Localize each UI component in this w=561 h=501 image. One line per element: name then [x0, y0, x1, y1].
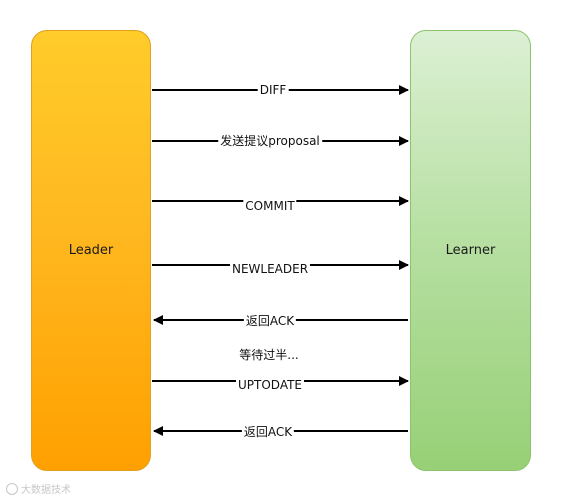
message-label-commit: COMMIT	[243, 199, 297, 213]
learner-node: Learner	[410, 30, 531, 471]
wait-majority-note: 等待过半...	[239, 348, 299, 362]
message-label-ack-2: 返回ACK	[241, 425, 295, 439]
leader-node: Leader	[31, 30, 151, 471]
message-label-ack-1: 返回ACK	[243, 314, 297, 328]
message-label-newleader: NEWLEADER	[229, 262, 311, 276]
leader-label: Leader	[68, 243, 114, 258]
watermark-logo-icon	[6, 482, 18, 495]
message-label-uptodate: UPTODATE	[235, 378, 305, 392]
message-label-diff: DIFF	[257, 83, 289, 97]
learner-label: Learner	[445, 243, 496, 258]
message-label-proposal: 发送提议proposal	[218, 134, 322, 148]
watermark: 大数据技术	[6, 481, 71, 496]
watermark-text: 大数据技术	[21, 485, 71, 496]
